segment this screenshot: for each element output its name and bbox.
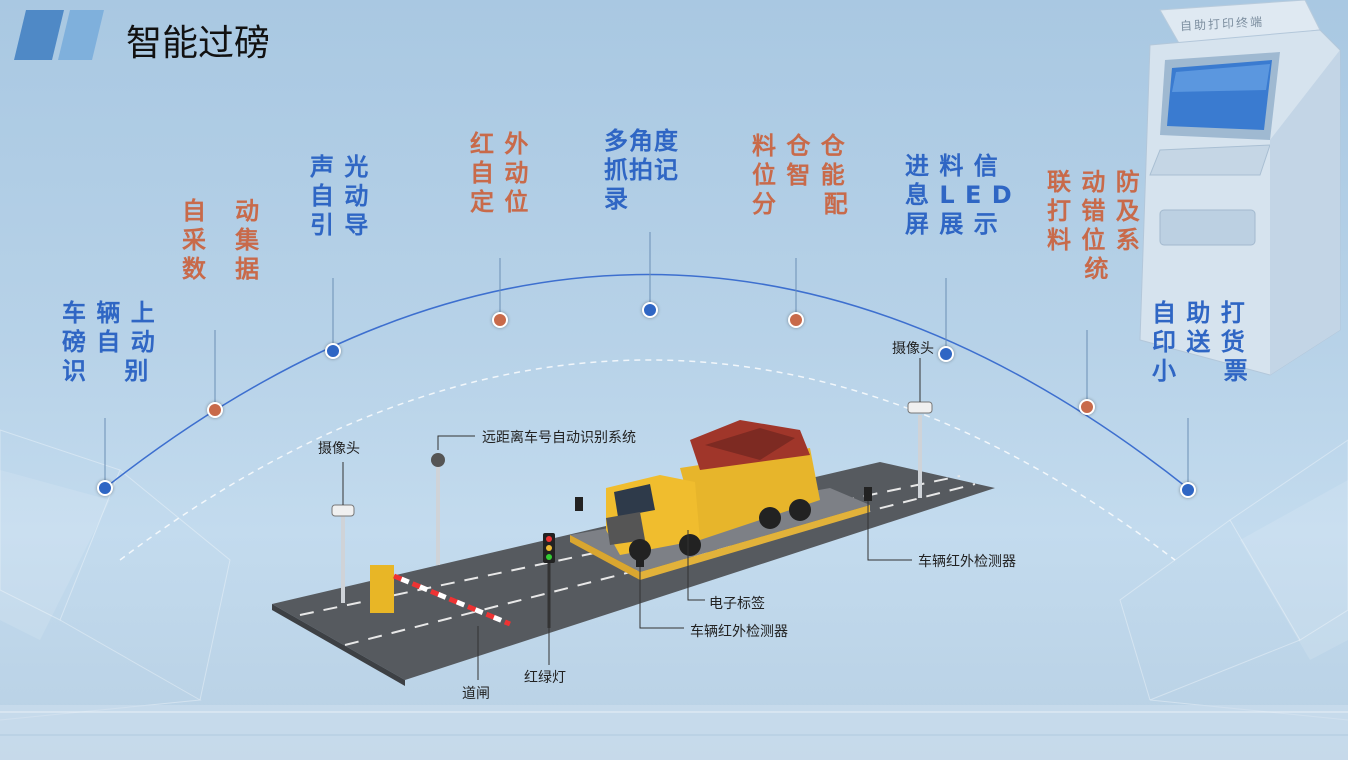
label-barrier: 道闸 — [462, 686, 490, 702]
feature-infrared: 红 外 自 动 定 位 — [470, 130, 530, 216]
feature-auto-data: 自 动 采 集 数 据 — [182, 197, 261, 283]
node-dot — [938, 346, 954, 362]
node-dot — [1079, 399, 1095, 415]
label-rfid-tag: 电子标签 — [709, 596, 765, 612]
label-camera-right: 摄像头 — [892, 341, 934, 357]
node-dot — [788, 312, 804, 328]
feature-self-print: 自 助 打 印 送 货 小 票 — [1152, 299, 1249, 385]
feature-led-info: 进 料 信 息 L E D 屏 展 示 — [905, 152, 1013, 238]
node-dot — [325, 343, 341, 359]
node-dot — [492, 312, 508, 328]
node-dot — [207, 402, 223, 418]
label-infrared-right: 车辆红外检测器 — [918, 554, 1016, 570]
node-dot — [97, 480, 113, 496]
page-title: 智能过磅 — [126, 23, 271, 64]
feature-sound-light: 声 光 自 动 引 导 — [310, 153, 370, 239]
label-infrared-bottom: 车辆红外检测器 — [690, 624, 788, 640]
label-camera-left: 摄像头 — [318, 441, 360, 457]
label-plate-system: 远距离车号自动识别系统 — [482, 430, 636, 446]
feature-warehouse: 料 仓 仓 位 智 能 分 配 — [752, 132, 849, 218]
title-decoration — [14, 10, 104, 60]
label-traffic-light: 红绿灯 — [524, 670, 566, 686]
node-dot — [642, 302, 658, 318]
dump-truck-graphic — [606, 420, 820, 561]
feature-multi-angle: 多角度 抓拍记 录 — [604, 127, 679, 213]
self-print-kiosk — [1139, 0, 1341, 376]
node-dot — [1180, 482, 1196, 498]
feature-vehicle-recognition: 车 辆 上 磅 自 动 识 别 — [62, 299, 156, 385]
feature-anti-cheat: 联 动 防 打 错 及 料 位 系 统 — [1047, 168, 1141, 283]
